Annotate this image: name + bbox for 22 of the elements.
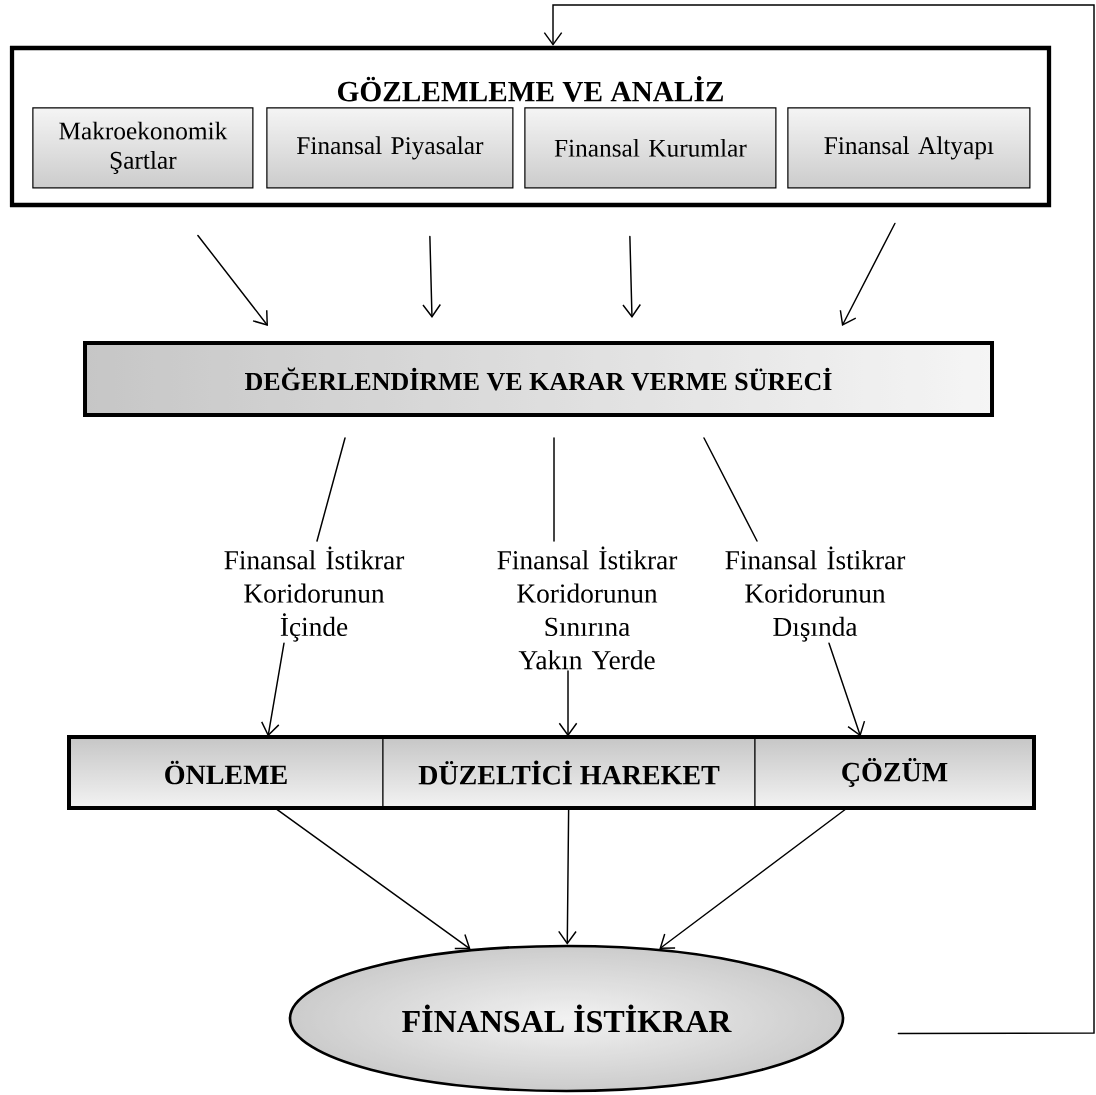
arrow (543, 4, 1095, 1035)
edge-text: Finansal İstikrar Koridorunun Sınırına Yakın Yerde (497, 546, 678, 670)
arrow (622, 235, 642, 318)
edge-text: Finansal İstikrar Koridorunun İçinde (224, 546, 405, 642)
edge-text: Finansal İstikrar Koridorunun Dışında (725, 546, 906, 642)
arrow (828, 642, 866, 737)
band-segment: DÜZELTİCİ HAREKET (382, 736, 756, 809)
process-box: DEĞERLENDİRME VE KARAR VERME SÜRECİ (83, 341, 994, 417)
arrow (422, 235, 442, 318)
process-box: Finansal Piyasalar (266, 107, 514, 189)
band-segment: ÖNLEME (68, 736, 384, 809)
arrow (558, 807, 577, 945)
arrow (558, 670, 578, 737)
arrow (197, 234, 268, 326)
arrow (260, 642, 285, 737)
arrow (839, 222, 896, 326)
process-box: Finansal Altyapı (787, 107, 1031, 189)
process-box: Makroekonomik Şartlar (32, 107, 254, 189)
process-box: Finansal Kurumlar (524, 107, 777, 189)
arrow (659, 807, 848, 949)
band-segment: ÇÖZÜM (754, 736, 1035, 809)
arrow (275, 807, 471, 950)
